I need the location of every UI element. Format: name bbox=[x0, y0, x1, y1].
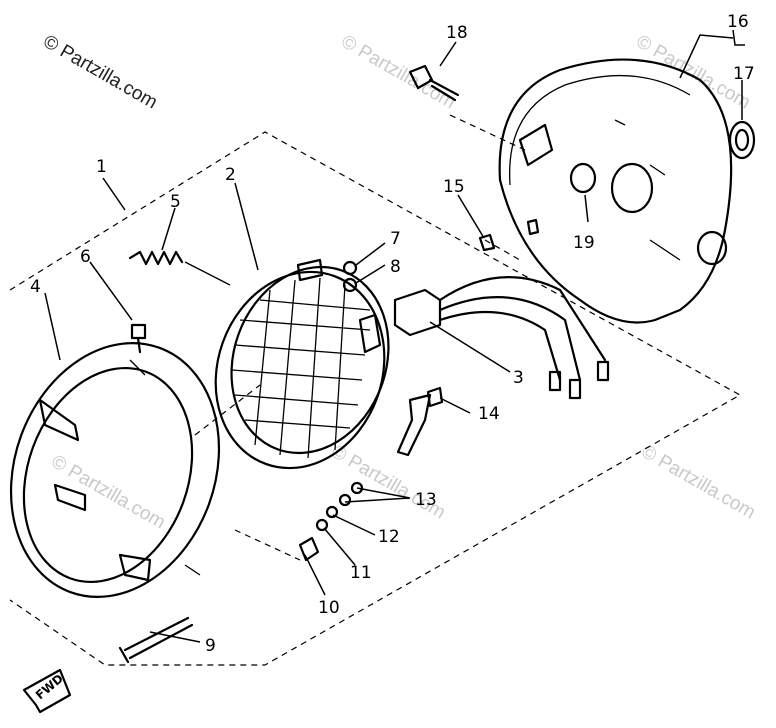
callout-12: 12 bbox=[378, 527, 400, 547]
nut-7 bbox=[342, 260, 358, 276]
callout-11: 11 bbox=[350, 563, 372, 583]
nut-axis-line bbox=[234, 529, 301, 561]
callout-17: 17 bbox=[733, 64, 755, 84]
callout-1: 1 bbox=[96, 157, 107, 177]
callout-4: 4 bbox=[30, 277, 41, 297]
callout-6: 6 bbox=[80, 247, 91, 267]
headlight-housing bbox=[498, 58, 733, 324]
washer-13b bbox=[350, 481, 364, 495]
rubber-grommet bbox=[569, 162, 597, 194]
fwd-arrow: FWD bbox=[22, 668, 72, 714]
callout-7: 7 bbox=[390, 229, 401, 249]
washer-13a bbox=[338, 493, 352, 507]
callout-19: 19 bbox=[573, 233, 595, 253]
callout-16: 16 bbox=[727, 12, 749, 32]
callout-leaders bbox=[44, 29, 745, 643]
mounting-bolt bbox=[408, 64, 460, 102]
watermark-bottom-right: © Partzilla.com bbox=[638, 441, 759, 523]
callout-13: 13 bbox=[415, 490, 437, 510]
spring-axis-line bbox=[184, 261, 231, 286]
nut-11 bbox=[315, 518, 329, 532]
spacer-10 bbox=[298, 536, 320, 562]
watermark-bottom-center: © Partzilla.com bbox=[328, 441, 449, 523]
watermark-top-center: © Partzilla.com bbox=[338, 31, 459, 113]
sealed-beam-unit bbox=[214, 258, 432, 470]
rim-screw bbox=[130, 323, 147, 354]
housing-screw-2 bbox=[526, 218, 540, 236]
watermark-main: © Partzilla.com bbox=[40, 31, 161, 113]
callout-14: 14 bbox=[478, 404, 500, 424]
headlight-socket-wiring bbox=[393, 276, 610, 400]
headlight-rim bbox=[9, 342, 221, 598]
callout-3: 3 bbox=[513, 368, 524, 388]
washer-8 bbox=[342, 277, 358, 293]
callout-15: 15 bbox=[443, 177, 465, 197]
housing-screw bbox=[478, 233, 496, 252]
watermark-bottom-left: © Partzilla.com bbox=[48, 451, 169, 533]
clip-bracket bbox=[426, 386, 444, 408]
callout-5: 5 bbox=[170, 192, 181, 212]
rim-axis-line bbox=[194, 384, 261, 436]
long-bolt bbox=[118, 616, 194, 664]
bolt-axis-line bbox=[449, 114, 526, 151]
washer-12 bbox=[325, 505, 339, 519]
screw-axis-line bbox=[484, 239, 521, 261]
callout-18: 18 bbox=[446, 23, 468, 43]
callout-2: 2 bbox=[225, 165, 236, 185]
callout-labels: 1 2 3 4 5 6 7 8 9 10 11 12 13 14 15 16 1… bbox=[30, 12, 755, 656]
callout-8: 8 bbox=[390, 257, 401, 277]
wire-grommet bbox=[728, 120, 756, 160]
callout-9: 9 bbox=[205, 636, 216, 656]
adjusting-spring bbox=[128, 250, 184, 266]
callout-10: 10 bbox=[318, 598, 340, 618]
assembly-boundary bbox=[9, 131, 742, 666]
